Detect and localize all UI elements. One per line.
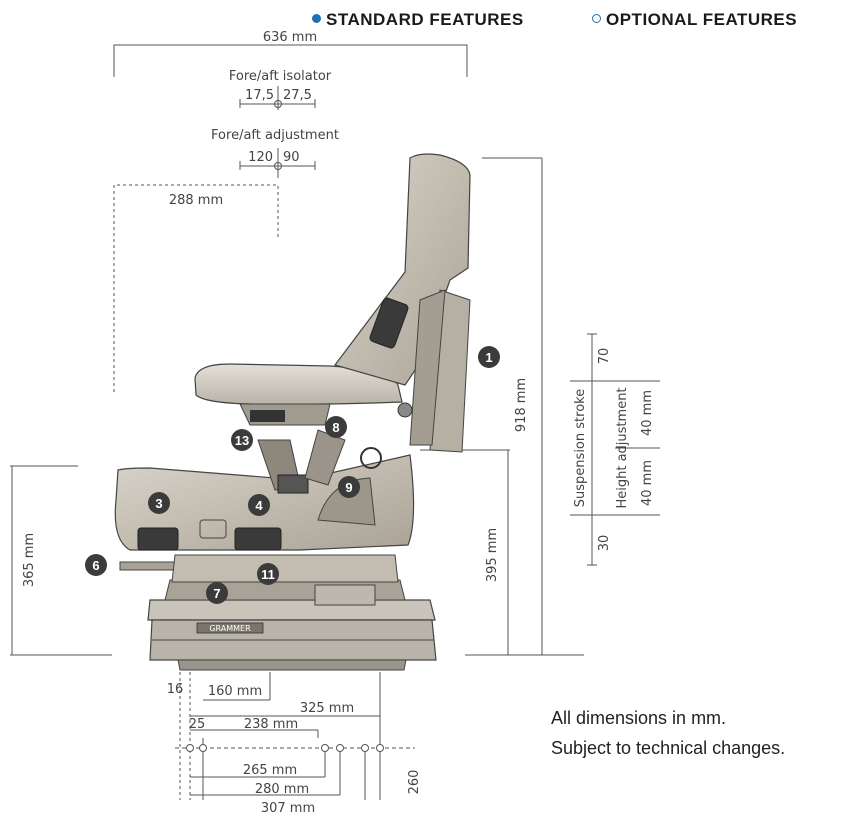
dim-b25: 25	[189, 717, 206, 732]
brand-label: GRAMMER	[209, 624, 251, 633]
dim-isolator-right: 27,5	[283, 88, 312, 103]
callout-9-label: 9	[345, 480, 352, 495]
optional-ring-icon	[592, 14, 601, 23]
brand-plate	[196, 622, 264, 634]
callout-7-label: 7	[213, 586, 220, 601]
dim-b265: 265 mm	[243, 763, 297, 778]
callout-3	[148, 492, 170, 514]
note-dimensions: All dimensions in mm.	[551, 708, 727, 728]
dim-ha-40b: 40 mm	[640, 460, 655, 506]
callout-8-label: 8	[332, 420, 339, 435]
dim-isolator-left: 17,5	[245, 88, 274, 103]
dim-top-depth: 288 mm	[169, 193, 223, 208]
dim-height-total: 918 mm	[514, 378, 529, 432]
standard-dot-icon	[312, 14, 321, 23]
dim-width-total: 636 mm	[263, 30, 317, 45]
legend-optional: OPTIONAL FEATURES	[592, 10, 797, 30]
dim-base-height: 365 mm	[22, 533, 37, 587]
dim-adjust-right: 90	[283, 150, 300, 165]
callout-7	[206, 582, 228, 604]
dim-susp-30: 30	[597, 535, 612, 552]
callout-6-label: 6	[92, 558, 99, 573]
dim-b160: 160 mm	[208, 684, 262, 699]
dim-adjust-left: 120	[248, 150, 273, 165]
callout-8	[325, 416, 347, 438]
legend-standard-label: STANDARD FEATURES	[326, 10, 524, 29]
dim-susp-70: 70	[597, 348, 612, 365]
callout-1	[478, 346, 500, 368]
callout-4	[248, 494, 270, 516]
callout-11-label: 11	[261, 567, 275, 582]
callout-11	[257, 563, 279, 585]
dim-b280: 280 mm	[255, 782, 309, 797]
note-technical-changes: Subject to technical changes.	[551, 738, 786, 758]
callout-9	[338, 476, 360, 498]
legend-optional-label: OPTIONAL FEATURES	[606, 10, 798, 29]
dim-b238: 238 mm	[244, 717, 298, 732]
dim-rear-height: 395 mm	[485, 528, 500, 582]
dim-height-adj-label: Height adjustment	[615, 387, 630, 508]
dim-b260: 260	[407, 770, 422, 795]
dim-b307: 307 mm	[261, 801, 315, 814]
dim-susp-label: Suspension stroke	[573, 389, 588, 507]
callout-4-label: 4	[255, 498, 263, 513]
callout-13-label: 13	[235, 433, 249, 448]
callout-1-label: 1	[485, 350, 492, 365]
legend-standard: STANDARD FEATURES	[312, 10, 524, 30]
dim-b16: 16	[167, 682, 184, 697]
callout-6	[85, 554, 107, 576]
dim-isolator-label: Fore/aft isolator	[229, 69, 332, 84]
dim-adjust-label: Fore/aft adjustment	[211, 128, 339, 143]
dim-b325: 325 mm	[300, 701, 354, 716]
callout-13	[231, 429, 253, 451]
callout-3-label: 3	[155, 496, 162, 511]
seat-illustration: GRAMMER	[114, 153, 471, 671]
dim-ha-40a: 40 mm	[640, 390, 655, 436]
